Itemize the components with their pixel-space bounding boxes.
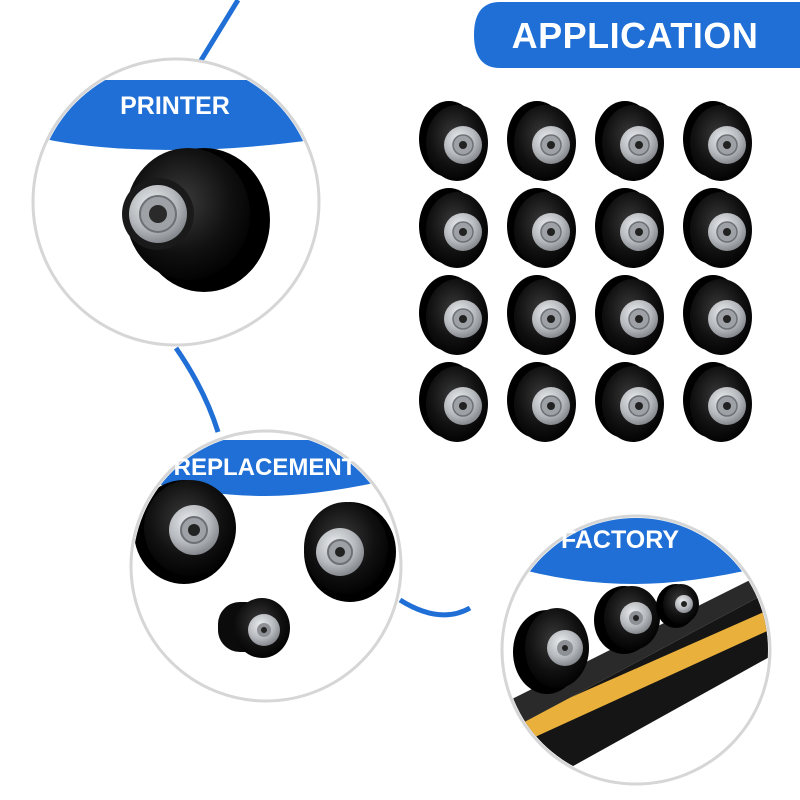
grid-wheel xyxy=(419,362,488,442)
grid-wheel xyxy=(595,275,664,355)
factory-rail xyxy=(504,555,768,782)
product-grid xyxy=(419,101,752,442)
grid-wheel xyxy=(683,101,752,181)
grid-wheel xyxy=(683,362,752,442)
factory-wheel-medium xyxy=(594,586,660,654)
grid-wheel xyxy=(507,275,576,355)
replacement-wheel-right xyxy=(304,502,396,602)
grid-wheel xyxy=(595,362,664,442)
connector-bottom xyxy=(398,597,472,618)
grid-wheel xyxy=(683,188,752,268)
grid-wheel xyxy=(419,275,488,355)
connector-top xyxy=(197,0,241,64)
printer-wheel-photo xyxy=(122,148,270,292)
connector-left xyxy=(173,346,221,433)
grid-wheel xyxy=(595,101,664,181)
page-title: APPLICATION xyxy=(511,15,759,56)
factory-wheel-large xyxy=(513,608,589,694)
grid-wheel xyxy=(507,362,576,442)
replacement-label: REPLACEMENT xyxy=(173,454,357,481)
grid-wheel xyxy=(507,188,576,268)
factory-section xyxy=(500,514,772,786)
title-banner xyxy=(474,2,800,68)
replacement-wheel-bottom xyxy=(218,598,290,658)
factory-label: FACTORY xyxy=(560,526,680,554)
replacement-wheel-left xyxy=(134,480,236,584)
connector-lines xyxy=(173,0,472,618)
grid-wheel xyxy=(683,275,752,355)
factory-wheel-small xyxy=(656,584,699,628)
printer-label: PRINTER xyxy=(120,92,230,120)
grid-wheel xyxy=(419,101,488,181)
grid-wheel xyxy=(595,188,664,268)
grid-wheel xyxy=(419,188,488,268)
grid-wheel xyxy=(507,101,576,181)
